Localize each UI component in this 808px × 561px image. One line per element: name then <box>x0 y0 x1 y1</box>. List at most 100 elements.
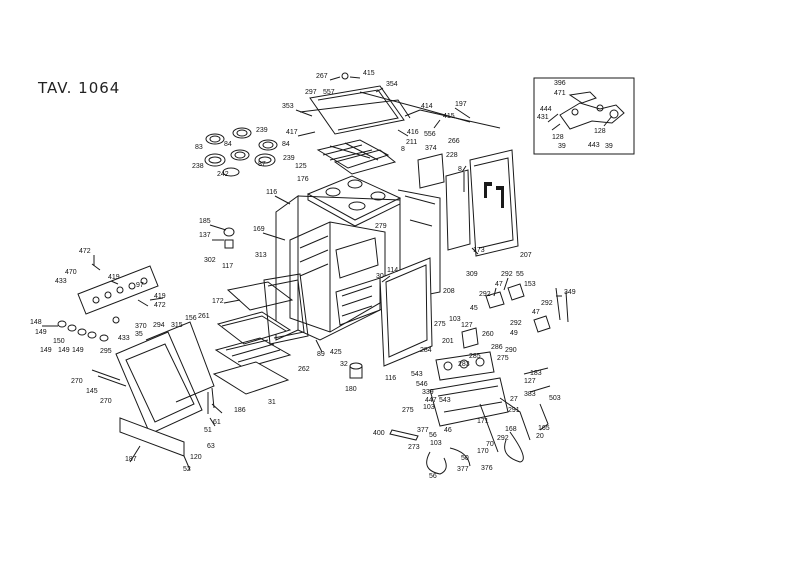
part-number-label: 419 <box>154 293 166 300</box>
part-number-label: 284 <box>420 347 432 354</box>
part-number-label: 292 <box>479 291 491 298</box>
part-number-label: 309 <box>466 271 478 278</box>
part-number-label: 208 <box>443 288 455 295</box>
side-door-panel <box>379 257 433 367</box>
part-number-label: 339 <box>422 389 434 396</box>
part-number-label: 313 <box>255 252 267 259</box>
part-number-label: 239 <box>256 127 268 134</box>
part-number-label: 211 <box>406 139 417 146</box>
part-number-label: 39 <box>605 143 613 150</box>
part-number-label: 8 <box>458 166 462 173</box>
part-number-label: 292 <box>541 300 553 307</box>
part-number-label: 47 <box>495 281 503 288</box>
part-number-label: 292 <box>501 271 513 278</box>
part-number-label: 433 <box>118 335 130 342</box>
part-number-label: 49 <box>510 330 518 337</box>
part-number-label: 260 <box>482 331 494 338</box>
part-number-label: 46 <box>444 427 452 434</box>
leader-lines <box>42 76 562 471</box>
part-number-label: 61 <box>213 419 221 426</box>
part-number-label: 114 <box>387 267 398 274</box>
part-number-label: 83 <box>195 144 203 151</box>
part-number-label: 35 <box>135 331 143 338</box>
part-number-label: 153 <box>524 281 536 288</box>
part-number-label: 55 <box>516 271 524 278</box>
part-number-label: 417 <box>286 129 298 136</box>
part-number-label: 415 <box>443 113 455 120</box>
part-number-label: 8 <box>401 146 405 153</box>
part-number-label: 51 <box>204 427 212 434</box>
part-number-label: 470 <box>65 269 77 276</box>
control-panel <box>57 263 159 342</box>
part-number-label: 137 <box>199 232 211 239</box>
part-number-label: 370 <box>135 323 147 330</box>
back-panel <box>417 149 519 257</box>
part-number-label: 374 <box>425 145 437 152</box>
part-number-label: 31 <box>268 399 276 406</box>
part-number-label: 416 <box>407 129 419 136</box>
part-number-label: 419 <box>108 274 120 281</box>
part-number-label: 444 <box>540 106 552 113</box>
part-number-label: 97 <box>136 282 144 289</box>
part-number-label: 201 <box>442 338 454 345</box>
part-number-label: 149 <box>40 347 52 354</box>
part-number-label: 56 <box>429 473 437 480</box>
part-number-label: 275 <box>497 355 509 362</box>
part-number-label: 354 <box>386 81 398 88</box>
part-number-label: 443 <box>588 142 600 149</box>
part-number-label: 290 <box>505 347 517 354</box>
part-number-label: 261 <box>198 313 210 320</box>
part-number-label: 447 <box>425 397 437 404</box>
part-number-label: 56 <box>429 432 437 439</box>
pan-supports <box>316 139 397 175</box>
part-number-label: 292 <box>497 435 509 442</box>
part-number-label: 376 <box>481 465 493 472</box>
part-number-label: 84 <box>224 141 232 148</box>
part-number-label: 27 <box>510 396 518 403</box>
part-number-label: 145 <box>86 388 98 395</box>
part-number-label: 472 <box>79 248 91 255</box>
part-number-label: 128 <box>552 134 564 141</box>
part-number-label: 262 <box>298 366 310 373</box>
part-number-label: 270 <box>100 398 112 405</box>
part-number-label: 180 <box>345 386 357 393</box>
part-number-label: 150 <box>53 338 65 345</box>
part-number-label: 377 <box>457 466 469 473</box>
part-number-label: 228 <box>446 152 458 159</box>
burners-group <box>204 127 278 177</box>
part-number-label: 283 <box>458 361 470 368</box>
part-number-label: 87 <box>258 161 266 168</box>
part-number-label: 173 <box>473 247 485 254</box>
part-number-label: 279 <box>375 223 387 230</box>
part-number-label: 238 <box>192 163 204 170</box>
part-number-label: 503 <box>549 395 561 402</box>
part-number-label: 433 <box>55 278 67 285</box>
part-number-label: 396 <box>554 80 566 87</box>
part-number-label: 431 <box>537 114 549 121</box>
part-number-label: 315 <box>171 322 183 329</box>
part-number-label: 32 <box>340 361 348 368</box>
part-number-label: 297 <box>305 89 317 96</box>
part-number-label: 156 <box>185 315 197 322</box>
part-number-label: 125 <box>295 163 307 170</box>
part-number-label: 286 <box>491 344 503 351</box>
part-number-label: 127 <box>461 322 473 329</box>
part-number-label: 171 <box>477 418 489 425</box>
part-number-label: 116 <box>266 189 277 196</box>
part-number-label: 70 <box>486 441 494 448</box>
part-number-label: 349 <box>564 289 576 296</box>
part-number-label: 557 <box>323 89 335 96</box>
part-number-label: 207 <box>520 252 532 259</box>
part-number-label: 168 <box>505 426 517 433</box>
part-number-label: 172 <box>212 298 224 305</box>
part-number-label: 197 <box>455 101 467 108</box>
part-number-label: 50 <box>461 455 469 462</box>
part-number-label: 84 <box>282 141 290 148</box>
part-number-label: 39 <box>558 143 566 150</box>
part-number-label: 546 <box>416 381 428 388</box>
part-number-label: 117 <box>222 263 233 270</box>
small-parts <box>223 227 419 441</box>
